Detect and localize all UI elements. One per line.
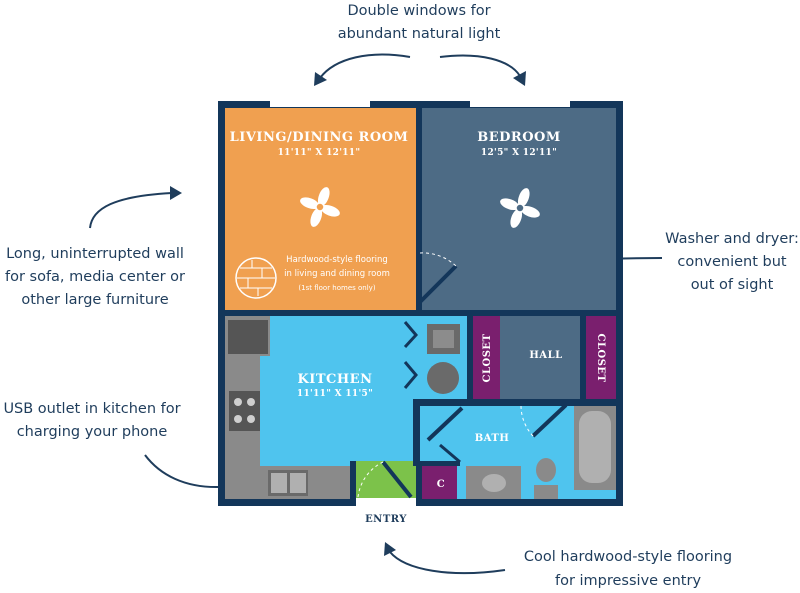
- dryer: [427, 362, 459, 394]
- sink-basin: [290, 473, 306, 493]
- flooring-note-line2: in living and dining room: [284, 269, 390, 279]
- toilet-tank: [534, 485, 558, 499]
- living-window: [270, 101, 370, 107]
- burner: [247, 415, 255, 423]
- washer-panel: [433, 330, 454, 348]
- stove: [229, 391, 260, 431]
- wall-living-kitchen: [225, 310, 416, 316]
- closet-bifold-left: [403, 321, 418, 349]
- wall-bath-left: [413, 406, 420, 466]
- kitchen-dimensions: 11'11" X 11'5": [297, 389, 373, 399]
- windows-arrowhead-right: [513, 71, 526, 86]
- burner: [234, 398, 242, 406]
- usb-arrow: [144, 454, 221, 489]
- toilet-bowl: [536, 458, 556, 482]
- bedroom-ceiling-fan-icon: [500, 188, 540, 228]
- living-room-title: LIVING/DINING ROOM: [230, 130, 409, 145]
- washer-note-line2: convenient but: [677, 254, 787, 270]
- windows-arrowhead-left: [314, 72, 327, 86]
- hardwood-floor-icon: [235, 257, 277, 299]
- usb-note-line1: USB outlet in kitchen for: [3, 401, 180, 417]
- bedroom-window: [470, 101, 570, 107]
- wall-closet-left: [467, 316, 473, 399]
- hall-door: [426, 406, 464, 442]
- windows-note-line2: abundant natural light: [338, 26, 501, 42]
- hall-label: HALL: [529, 350, 562, 361]
- usb-note-line2: charging your phone: [17, 424, 168, 440]
- wall-arrowhead: [170, 186, 182, 200]
- closet-right: [586, 316, 616, 399]
- entry-arrow: [389, 551, 506, 575]
- wall-note-line1: Long, uninterrupted wall: [6, 246, 184, 262]
- bedroom-door: [418, 264, 458, 304]
- burner: [234, 415, 242, 423]
- closet-right-label: CLOSET: [595, 334, 606, 383]
- c-closet-label: C: [437, 479, 445, 490]
- entry-door: [381, 460, 413, 499]
- c-closet-door: [439, 443, 461, 464]
- wall-note-line2: for sofa, media center or: [5, 269, 185, 285]
- kitchen-title: KITCHEN: [298, 372, 373, 387]
- wall-note-line3: other large furniture: [21, 292, 168, 308]
- wall-living-bedroom: [416, 108, 422, 253]
- windows-arrow-left: [319, 53, 411, 79]
- bath-door-swing: [520, 405, 534, 437]
- windows-note-line1: Double windows for: [347, 3, 490, 19]
- flooring-note-line1: Hardwood-style flooring: [286, 255, 388, 265]
- washer-note-line1: Washer and dryer:: [665, 231, 799, 247]
- refrigerator: [228, 320, 268, 354]
- washer-note-line3: out of sight: [691, 277, 774, 293]
- wall-arrow: [89, 192, 173, 229]
- sink-basin: [271, 473, 287, 493]
- wall-hall-bath: [413, 399, 616, 406]
- bedroom-dimensions: 12'5" X 12'11": [481, 148, 557, 158]
- entry-note-line1: Cool hardwood-style flooring: [524, 549, 732, 565]
- living-room-dimensions: 11'11" X 12'11": [278, 148, 361, 158]
- living-ceiling-fan-icon: [300, 187, 340, 227]
- bath-sink: [482, 474, 506, 492]
- bathtub-basin: [579, 411, 611, 483]
- wall-entry-right: [416, 461, 422, 499]
- hall: [500, 311, 586, 399]
- burner: [247, 398, 255, 406]
- entry-doorway: [356, 498, 416, 507]
- entry-label: ENTRY: [365, 514, 407, 525]
- bath-door: [531, 403, 568, 438]
- entry-arrowhead: [384, 542, 396, 556]
- bedroom-title: BEDROOM: [477, 130, 561, 145]
- wall-closet-right: [580, 316, 586, 399]
- closet-bifold-left-2: [403, 361, 418, 389]
- bedroom-door-swing: [419, 252, 457, 267]
- closet-left-label: CLOSET: [482, 333, 493, 382]
- wall-entry-left: [350, 461, 356, 499]
- entry-note-line2: for impressive entry: [555, 573, 701, 589]
- closet-left: [473, 316, 500, 399]
- flooring-note-line3: (1st floor homes only): [298, 284, 375, 292]
- wall-bedroom-bottom: [416, 310, 616, 316]
- wall-c-closet-top: [420, 461, 460, 466]
- closet-c: [422, 466, 457, 499]
- bath-label: BATH: [475, 433, 510, 444]
- windows-arrow-right: [439, 54, 521, 77]
